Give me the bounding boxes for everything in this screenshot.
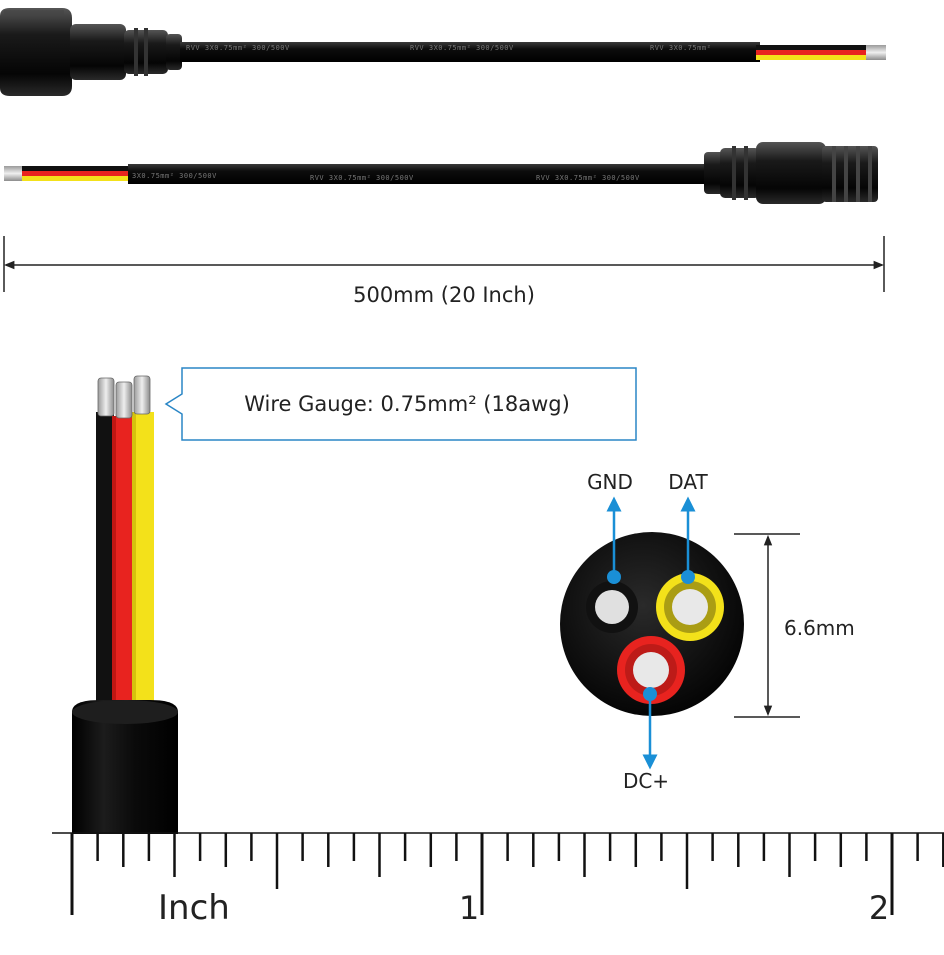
bottom-cable-assembly: 3X0.75mm² 300/500V RVV 3X0.75mm² 300/500… [4, 142, 878, 204]
pin-gnd-marker [606, 496, 622, 584]
bottom-cable-wires [4, 166, 132, 181]
diameter-label: 6.6mm [784, 616, 855, 640]
wire-gauge-callout: Wire Gauge: 0.75mm² (18awg) [164, 367, 637, 441]
ruler-label-1: 1 [459, 889, 479, 927]
length-dimension: 500mm (20 Inch) [3, 236, 885, 307]
bottom-cable-print-3: RVV 3X0.75mm² 300/500V [536, 174, 640, 182]
top-cable-wires [756, 45, 886, 60]
ruler-unit-label: Inch [158, 888, 230, 928]
pin-dc-label: DC+ [623, 769, 669, 793]
bottom-connector-thread [822, 146, 878, 202]
top-cable-assembly: RVV 3X0.75mm² 300/500V RVV 3X0.75mm² 300… [0, 8, 886, 96]
connector-face [560, 532, 744, 716]
bottom-cable-jacket [128, 164, 710, 184]
length-label: 500mm (20 Inch) [353, 283, 535, 307]
pin-gnd-label: GND [587, 470, 633, 494]
pin-dat-marker [680, 496, 696, 584]
inch-ruler: Inch 1 2 [52, 832, 944, 928]
diameter-dimension: 6.6mm [734, 533, 855, 718]
bottom-cable-print-1: 3X0.75mm² 300/500V [132, 172, 217, 180]
bottom-cable-print-2: RVV 3X0.75mm² 300/500V [310, 174, 414, 182]
top-connector-nut [0, 8, 72, 96]
ruler-label-2: 2 [869, 889, 889, 927]
top-cable-jacket [180, 42, 760, 62]
top-cable-print-2: RVV 3X0.75mm² 300/500V [410, 44, 514, 52]
top-connector-body [70, 24, 182, 80]
wire-gauge-label: Wire Gauge: 0.75mm² (18awg) [244, 392, 570, 416]
wire-closeup [72, 375, 178, 834]
pin-dat-label: DAT [668, 470, 708, 494]
bottom-connector-body [704, 142, 826, 204]
top-cable-print-3: RVV 3X0.75mm² [650, 44, 711, 52]
ruler-ticks [70, 833, 944, 915]
top-cable-print-1: RVV 3X0.75mm² 300/500V [186, 44, 290, 52]
pin-dc-marker [642, 687, 658, 770]
